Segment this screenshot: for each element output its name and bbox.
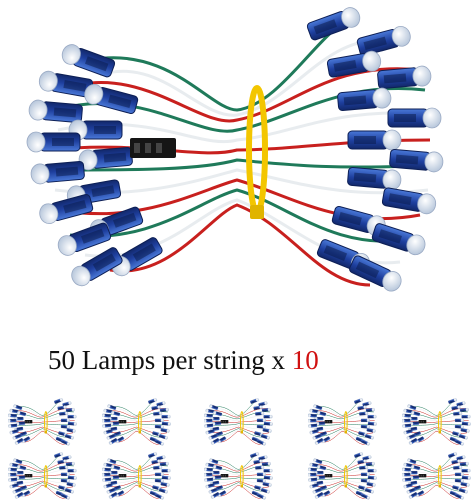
connector [324,474,333,478]
lamps-left [308,403,331,446]
cable-tie [137,411,142,434]
thumbnail-string [204,397,274,447]
thumbnail-grid [0,393,474,504]
connector [418,420,427,424]
lamps-left [204,403,227,446]
caption-text: 50 Lamps per string x [48,345,285,375]
lamps-left [102,457,125,500]
connector [24,474,33,478]
thumbnail-string [402,451,472,501]
connector [118,420,127,424]
cable-tie [239,465,244,488]
lamps-left [26,41,165,290]
thumbnail-string [8,451,78,501]
lamps-right [447,397,472,447]
cable-tie [246,85,268,219]
thumbnail-string [102,397,172,447]
connector [24,420,33,424]
cable-tie [137,465,142,488]
lamps-right [53,451,78,501]
lamps-left [204,457,227,500]
lamps-left [402,403,425,446]
led-pixel-string-photo [26,4,445,295]
thumbnail-string [402,397,472,447]
connector [130,138,176,158]
thumbnail-string [204,451,274,501]
cable-tie [43,411,48,434]
lamps-right [447,451,472,501]
caption: 50 Lamps per string x 10 [48,340,448,380]
connector [418,474,427,478]
cable-tie [43,465,48,488]
lamps-right [147,451,172,501]
thumbnail-string [308,397,378,447]
lamps-left [402,457,425,500]
connector [118,474,127,478]
lamps-right [147,397,172,447]
connector [220,420,229,424]
wire-bundle [311,400,375,445]
cable-tie [239,411,244,434]
thumbnail-string [102,451,172,501]
cable-tie [438,411,442,434]
lamps-left [308,457,331,500]
lamps-left [8,457,31,500]
lamps-left [102,403,125,446]
cable-tie [344,411,348,434]
lamps-left [8,403,31,446]
cable-tie [344,465,348,488]
connector [324,420,333,424]
lamps-right [353,397,378,447]
lamps-right [53,397,78,447]
thumbnail-string [8,397,78,447]
lamps-right [305,4,445,295]
cable-tie [438,465,442,488]
thumbnail-string [308,451,378,501]
lamps-right [249,451,274,501]
lamps-right [353,451,378,501]
lamps-right [249,397,274,447]
connector [220,474,229,478]
caption-multiplier: 10 [291,345,319,375]
